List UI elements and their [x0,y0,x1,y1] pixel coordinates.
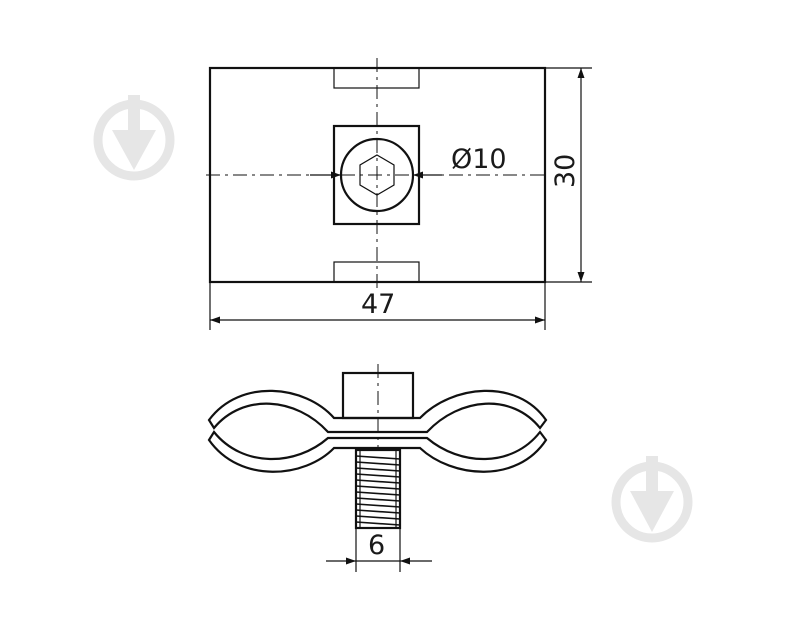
bore-dimension-label: Ø10 [451,144,507,175]
width-dimension-label: 47 [361,289,395,320]
watermark-right-icon [611,456,693,543]
bolt-threads [355,455,401,526]
lower-strap [207,430,548,473]
height-dimension-label: 30 [550,154,581,188]
thread-dimension-label: 6 [368,530,385,561]
watermark-left-icon [93,95,175,181]
upper-strap [207,389,548,434]
top-view: Ø10 30 47 [206,58,592,330]
side-view: 6 [207,364,548,572]
